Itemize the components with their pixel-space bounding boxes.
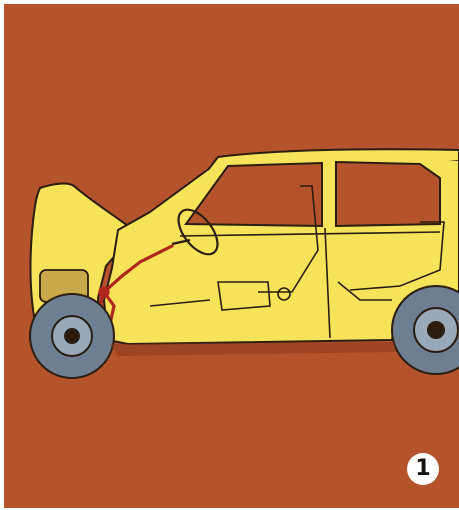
figure-number-badge: 1	[407, 453, 439, 485]
rear-window	[336, 162, 440, 226]
front-wheel	[30, 294, 114, 378]
figure-number: 1	[415, 458, 430, 480]
